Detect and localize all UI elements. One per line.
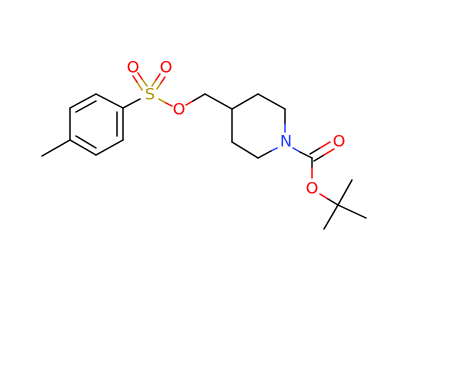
bond (69, 93, 97, 109)
tert-butyl-methyl (337, 204, 367, 219)
bond (231, 93, 259, 110)
sulfonyl-bond-left (137, 72, 143, 80)
oxymethylene-bond (185, 100, 194, 106)
carbonyl-oxygen-label: O (333, 132, 346, 151)
tert-butyl-methyl (337, 179, 353, 206)
sulfonyl-bond-right (156, 82, 162, 90)
sulfur-label: S (145, 85, 155, 104)
ring-nitrogen-label: N (280, 132, 292, 151)
bond (95, 93, 124, 109)
carbonyl-double-bond (309, 147, 321, 155)
bond (95, 139, 124, 156)
double-bond-inner (75, 135, 97, 149)
sulfonyl-bond-right (151, 79, 157, 87)
carbamate-bond (299, 151, 313, 159)
bond (69, 139, 97, 156)
bond (257, 93, 286, 110)
bond (257, 150, 272, 159)
carbonyl-double-bond (313, 154, 325, 162)
sulfonyl-bond-left (141, 78, 148, 87)
sulfonate-ester-bond (165, 102, 173, 107)
carbonyl-double-bond (319, 141, 331, 149)
tert-butyl-oxygen-bond (327, 198, 339, 206)
carbonyl-double-bond (323, 148, 335, 156)
carbamate-bond (292, 147, 301, 153)
bond (204, 93, 233, 110)
double-bond-inner (75, 100, 97, 113)
sulfonyl-bond-right (155, 73, 161, 81)
sulfonyl-bond-right (160, 76, 166, 84)
sulfonyl-bond-left (132, 75, 138, 83)
sulfonate-ester-bond (158, 98, 167, 104)
bond (122, 98, 141, 109)
methyl-bond (41, 139, 71, 157)
sulfonyl-bond-left (136, 81, 143, 91)
tert-butyl-methyl (323, 204, 339, 230)
sulfonyl-oxygen-left-label: O (127, 58, 140, 77)
toluene-ring (69, 93, 124, 156)
bond (231, 141, 259, 159)
ester-oxygen-label: O (173, 100, 186, 119)
sulfonyl-oxygen-right-label: O (160, 58, 173, 77)
bond (270, 147, 278, 152)
oxymethylene-bond (192, 93, 206, 102)
tert-butyl-oxygen-bond (319, 193, 329, 200)
piperidine-ring (231, 93, 286, 159)
tert-butyl-oxygen-label: O (306, 179, 319, 198)
